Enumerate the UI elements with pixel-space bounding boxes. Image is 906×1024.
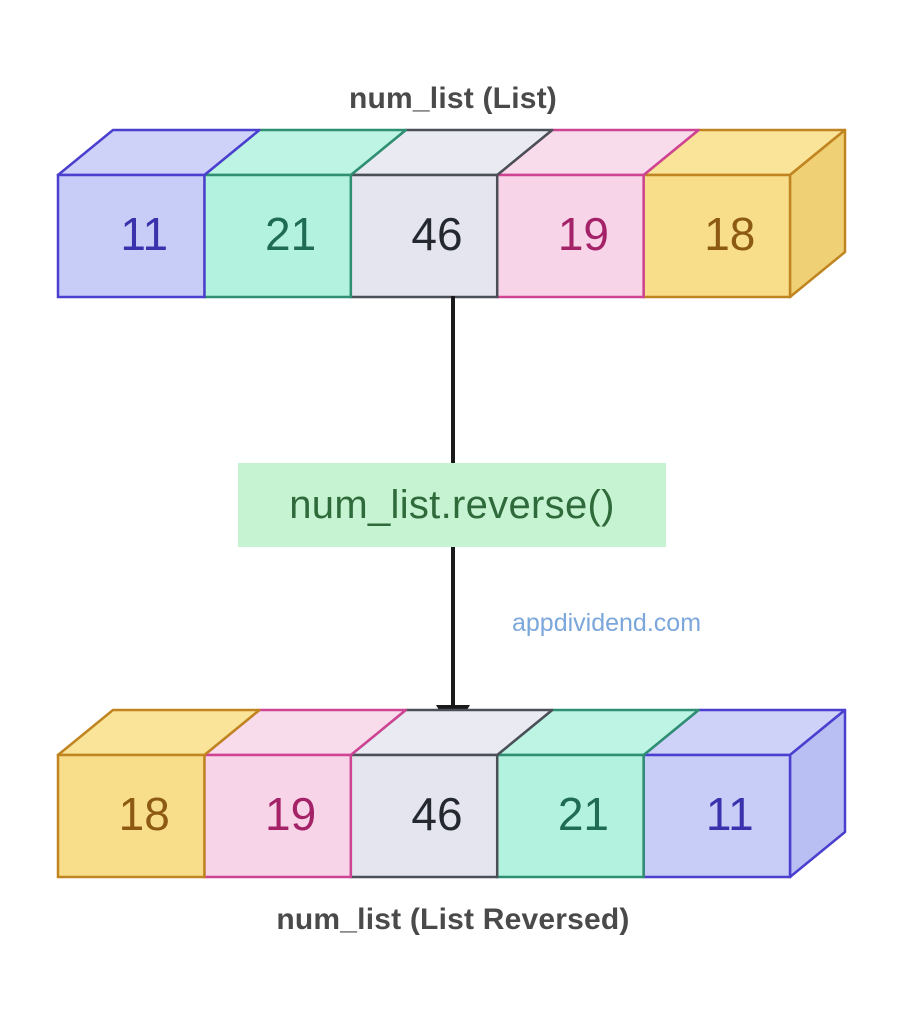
box-front-face — [56, 173, 206, 299]
box-value-text: 19 — [265, 788, 316, 840]
box-cell: 19 — [203, 708, 408, 879]
box-value-text: 46 — [411, 788, 462, 840]
box-front-face — [56, 753, 206, 879]
operation-label-text: num_list.reverse() — [289, 482, 615, 527]
box-cell: 18 — [642, 128, 847, 299]
box-value-text: 21 — [558, 788, 609, 840]
box-value-text: 19 — [558, 208, 609, 260]
box-value-text: 21 — [265, 208, 316, 260]
box-front-face — [642, 173, 792, 299]
operation-label-box: num_list.reverse() — [238, 463, 666, 547]
box-value-text: 46 — [411, 208, 462, 260]
top-array-boxes: 18 19 46 21 11 — [56, 128, 847, 299]
top-array-caption: num_list (List) — [348, 82, 557, 115]
box-cell: 11 — [56, 128, 261, 299]
box-front-face — [642, 753, 792, 879]
box-cell: 11 — [642, 708, 847, 879]
watermark-text: appdividend.com — [512, 609, 702, 637]
box-front-face — [349, 173, 499, 299]
box-front-face — [203, 753, 353, 879]
box-value-text: 11 — [120, 208, 168, 260]
box-front-face — [203, 173, 353, 299]
bottom-array-boxes: 11 21 46 19 18 — [56, 708, 847, 879]
bottom-array-caption: num_list (List Reversed) — [276, 903, 630, 936]
box-value-text: 18 — [119, 788, 170, 840]
box-value-text: 11 — [706, 788, 754, 840]
box-cell: 21 — [203, 128, 408, 299]
box-front-face — [495, 753, 645, 879]
box-cell: 46 — [349, 128, 554, 299]
box-cell: 46 — [349, 708, 554, 879]
box-cell: 18 — [56, 708, 261, 879]
box-value-text: 18 — [704, 208, 755, 260]
